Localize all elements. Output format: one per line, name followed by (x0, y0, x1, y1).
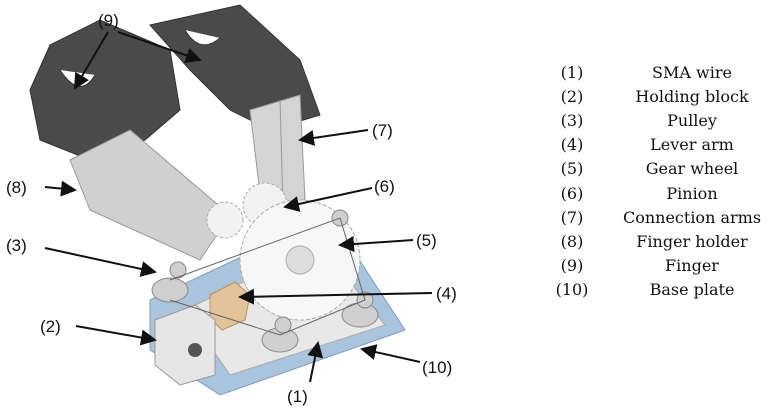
legend-name: Finger holder (636, 231, 748, 251)
callout-5: (5) (416, 231, 437, 250)
legend: (1) SMA wire (2) Holding block (3) Pulley (4) L… (540, 60, 780, 302)
pulleys (151, 209, 379, 353)
legend-number: (6) (560, 183, 584, 203)
finger-left (29, 19, 181, 161)
legend-name: Pinion (666, 183, 718, 203)
legend-number: (7) (560, 207, 584, 227)
legend-number: (4) (560, 135, 584, 155)
legend-row: (6) Pinion (540, 181, 780, 205)
legend-name: Finger (665, 256, 719, 276)
legend-name: Lever arm (650, 135, 734, 155)
callout-6: (6) (374, 177, 395, 196)
legend-number: (2) (560, 86, 584, 106)
finger-holder (69, 129, 231, 261)
legend-number: (1) (560, 62, 584, 82)
legend-row: (1) SMA wire (540, 60, 780, 84)
legend-name: Pulley (667, 110, 717, 130)
legend-row: (9) Finger (540, 254, 780, 278)
callout-9: (9) (98, 11, 119, 30)
callout-7: (7) (372, 121, 393, 140)
legend-name: Base plate (649, 280, 735, 300)
legend-number: (10) (555, 280, 589, 300)
connection-arms (249, 94, 306, 211)
callout-8: (8) (6, 178, 27, 197)
sma-wire (169, 217, 366, 336)
holding-block (154, 304, 216, 386)
legend-number: (3) (560, 110, 584, 130)
legend-row: (4) Lever arm (540, 133, 780, 157)
legend-number: (5) (560, 159, 584, 179)
legend-row: (10) Base plate (540, 278, 780, 302)
callout-4: (4) (436, 284, 457, 303)
legend-row: (5) Gear wheel (540, 157, 780, 181)
callout-10: (10) (422, 358, 452, 377)
legend-number: (9) (560, 256, 584, 276)
gripper-illustration: (9) (7) (8) (6) (3) (5) (2) (4) (10) (1) (6, 4, 457, 406)
legend-row: (2) Holding block (540, 84, 780, 108)
callout-2: (2) (40, 317, 61, 336)
callout-1: (1) (287, 387, 308, 406)
legend-row: (3) Pulley (540, 108, 780, 132)
callout-3: (3) (6, 236, 27, 255)
legend-name: Connection arms (622, 207, 762, 227)
legend-name: Gear wheel (645, 159, 739, 179)
legend-name: SMA wire (652, 62, 732, 82)
legend-row: (8) Finger holder (540, 229, 780, 253)
legend-name: Holding block (635, 86, 749, 106)
legend-row: (7) Connection arms (540, 205, 780, 229)
legend-number: (8) (560, 231, 584, 251)
